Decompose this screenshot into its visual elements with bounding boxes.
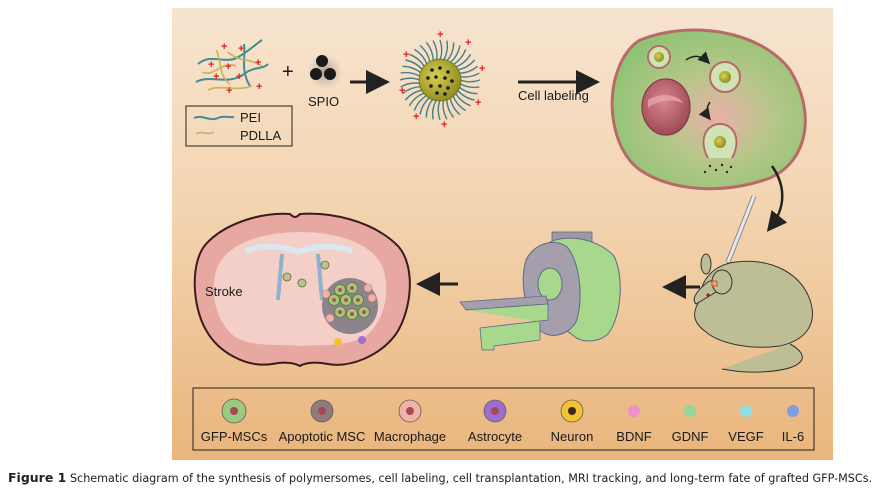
polymer-network <box>195 39 269 91</box>
legend-item-label: Astrocyte <box>468 429 522 444</box>
legend-item-gfp-mscs: GFP-MSCs <box>201 398 268 444</box>
legend-pei-label: PEI <box>240 110 261 125</box>
polymer-legend: PEI PDLLA <box>185 105 293 147</box>
svg-text:+: + <box>479 63 485 75</box>
svg-text:+: + <box>255 57 261 69</box>
cell-labeling-label: Cell labeling <box>518 88 589 103</box>
polymersome: + + + + + + + + <box>399 29 485 131</box>
svg-text:+: + <box>236 71 242 83</box>
svg-text:+: + <box>213 71 219 83</box>
positive-charges: +++ +++ +++ <box>208 41 262 97</box>
legend-item-label: GDNF <box>672 429 709 444</box>
legend-item-gdnf: GDNF <box>672 405 709 444</box>
legend-item-bdnf: BDNF <box>616 405 652 444</box>
brain-section <box>193 212 411 368</box>
legend-item-label: IL-6 <box>782 429 804 444</box>
svg-text:+: + <box>256 81 262 93</box>
legend-item-label: GFP-MSCs <box>201 429 268 444</box>
svg-text:+: + <box>399 85 405 97</box>
spio-label: SPIO <box>308 94 339 109</box>
figure-caption: Figure 1 Schematic diagram of the synthe… <box>8 470 886 485</box>
pei-swatch <box>193 115 235 121</box>
legend-item-label: Apoptotic MSC <box>279 429 366 444</box>
legend-item-apoptotic-msc: Apoptotic MSC <box>279 399 366 444</box>
legend-item-neuron: Neuron <box>551 399 594 444</box>
legend-item-label: Neuron <box>551 429 594 444</box>
svg-text:+: + <box>403 49 409 61</box>
svg-text:+: + <box>475 97 481 109</box>
nucleus-icon <box>318 407 326 415</box>
nucleus-icon <box>406 407 414 415</box>
endosome <box>709 61 741 93</box>
arrow-transplantation <box>766 165 788 232</box>
factor-icon <box>787 405 799 417</box>
syringe-icon <box>723 195 757 273</box>
factor-icon <box>628 405 640 417</box>
migrating-msc <box>282 260 330 288</box>
spio-particles <box>307 54 343 90</box>
endosome-release <box>702 122 738 174</box>
pdlla-swatch <box>195 131 215 135</box>
caption-label: Figure 1 <box>8 470 67 485</box>
cell-legend: GFP-MSCs Apoptotic MSC Macrophage Astrocyte… <box>192 387 815 451</box>
factor-icon <box>740 405 752 417</box>
plus-sign: + <box>282 61 294 83</box>
grafted-msc-cluster <box>321 282 377 346</box>
svg-text:+: + <box>238 43 244 55</box>
svg-text:+: + <box>413 111 419 123</box>
nucleus-icon <box>230 407 238 415</box>
mouse-icon <box>693 253 813 373</box>
svg-text:+: + <box>208 59 214 71</box>
legend-item-astrocyte: Astrocyte <box>468 399 522 444</box>
legend-item-label: Macrophage <box>374 429 446 444</box>
legend-item-label: BDNF <box>616 429 651 444</box>
nucleus-icon <box>491 407 499 415</box>
svg-text:+: + <box>221 41 227 53</box>
svg-text:+: + <box>441 119 447 131</box>
legend-item-vegf: VEGF <box>728 405 764 444</box>
legend-item-il-6: IL-6 <box>782 405 804 444</box>
svg-text:+: + <box>437 29 443 41</box>
nucleus-icon <box>568 407 576 415</box>
factor-icon <box>684 405 696 417</box>
legend-item-label: VEGF <box>728 429 763 444</box>
mri-scanner-icon <box>459 231 621 351</box>
nucleus <box>641 78 691 136</box>
endosome-entry <box>647 45 671 69</box>
caption-text: Schematic diagram of the synthesis of po… <box>69 472 873 485</box>
svg-text:+: + <box>465 37 471 49</box>
legend-item-macrophage: Macrophage <box>374 399 446 444</box>
svg-text:+: + <box>226 85 232 97</box>
svg-text:+: + <box>225 61 231 73</box>
labeled-stem-cell <box>610 28 807 191</box>
legend-pdlla-label: PDLLA <box>240 128 282 143</box>
stroke-label: Stroke <box>205 284 243 299</box>
